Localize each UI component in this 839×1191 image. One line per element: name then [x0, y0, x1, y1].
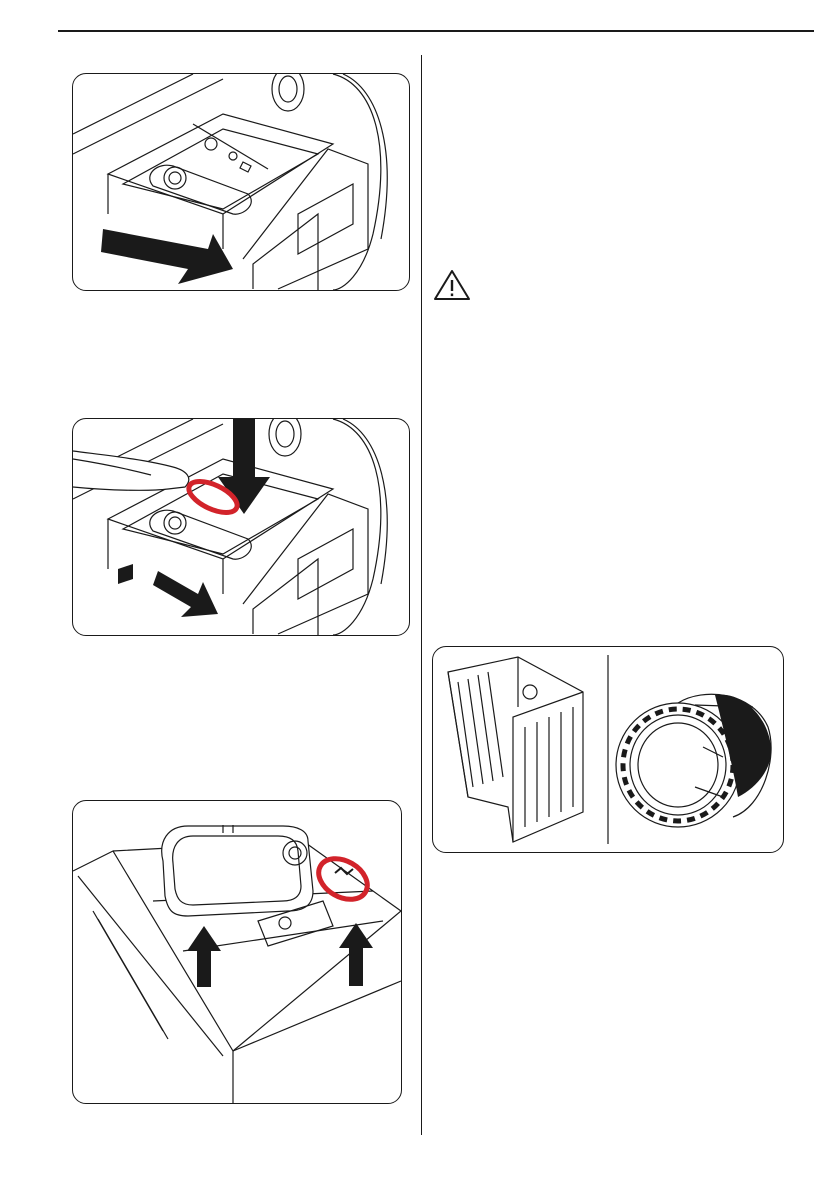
header-rule — [58, 30, 814, 32]
lift-insert-illustration — [72, 800, 402, 1104]
warning-triangle-icon — [432, 268, 472, 302]
column-divider — [421, 55, 422, 1135]
press-release-lever-illustration — [72, 418, 410, 636]
drum-and-cabinet-illustration — [432, 646, 784, 853]
pull-out-drawer-illustration — [72, 73, 410, 291]
